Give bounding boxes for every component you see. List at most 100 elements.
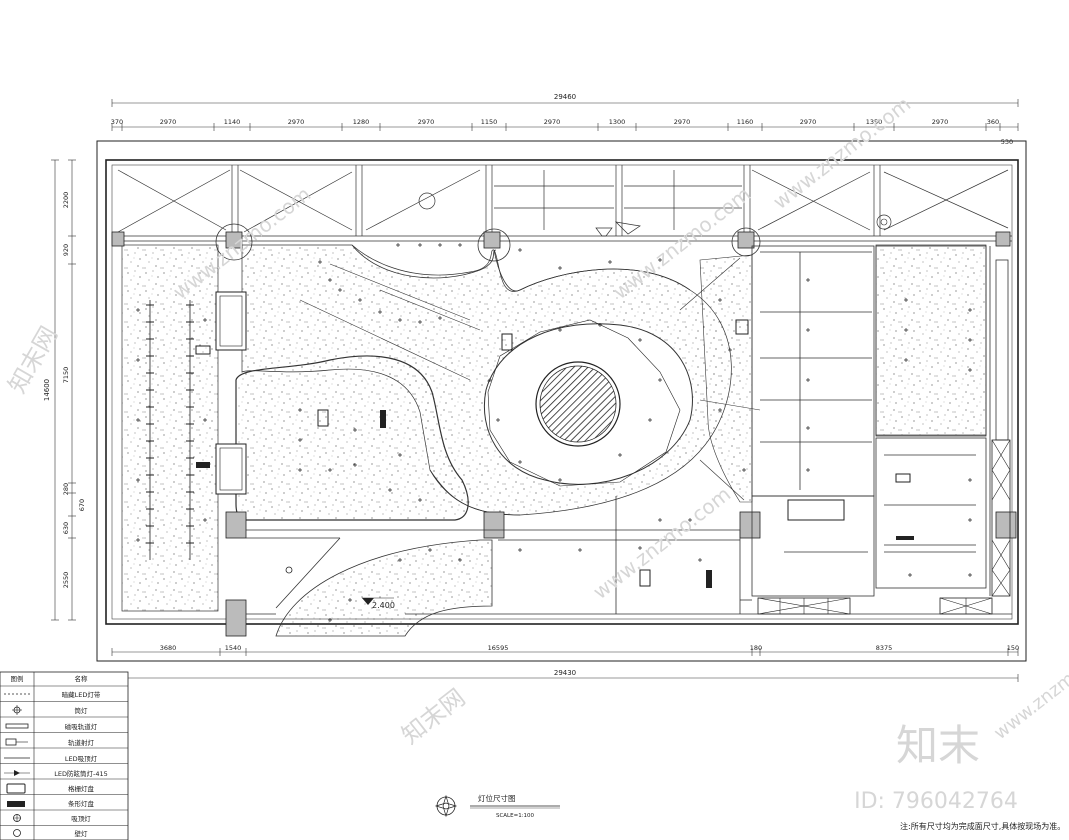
legend-row-9-name: 壁灯 (75, 829, 89, 838)
downlight-marker (968, 518, 972, 522)
downlight-marker (904, 328, 908, 332)
downlight-marker (396, 243, 400, 247)
legend-row-7-name: 条形灯盘 (68, 799, 95, 808)
legend-header-symbol: 图例 (11, 674, 24, 683)
downlight-marker (806, 278, 810, 282)
downlight-marker (338, 288, 342, 292)
downlight-marker (908, 573, 912, 577)
watermark-id: ID: 796042764 (854, 789, 1018, 814)
right-room-partitions (751, 245, 1009, 597)
downlight-marker (203, 518, 207, 522)
watermark-cn: 知末网 (3, 322, 63, 398)
drawing-title: 灯位尺寸图 (478, 793, 516, 803)
downlight-marker (328, 278, 332, 282)
left-dim-4: 670 (78, 499, 86, 511)
bottom-dim-4: 8375 (876, 644, 893, 652)
left-corridor-ceiling (121, 244, 219, 612)
downlight-marker (328, 468, 332, 472)
drawing-frame (96, 140, 1027, 662)
legend-row-0-name: 暗藏LED灯带 (62, 690, 101, 699)
downlight-marker (648, 418, 652, 422)
downlight-marker (558, 478, 562, 482)
downlight-markers (136, 243, 972, 622)
downlight-marker (658, 518, 662, 522)
downlight-marker (618, 453, 622, 457)
left-dim-1: 920 (62, 244, 70, 256)
downlight-marker (698, 558, 702, 562)
top-dim-9: 2970 (674, 118, 691, 126)
top-ceiling-bays (112, 165, 1012, 242)
left-overall-dimension: 14600 (43, 379, 51, 401)
ceiling-light-box (215, 443, 247, 495)
legend-row-6-name: 格栅灯盘 (68, 784, 95, 793)
downlight-marker (418, 320, 422, 324)
downlight-marker (353, 463, 357, 467)
legend-row-2-name: 磁吸轨道灯 (65, 722, 98, 731)
top-overall-dimension: 29460 (554, 93, 576, 101)
downlight-marker (904, 358, 908, 362)
lower-curved-ceiling (275, 539, 493, 637)
downlight-marker (458, 243, 462, 247)
downlight-marker (203, 418, 207, 422)
downlight-marker (742, 468, 746, 472)
wall-light-icon (13, 814, 21, 822)
downlight-marker (968, 368, 972, 372)
downlight-icon (418, 192, 436, 210)
downlight-marker (438, 316, 442, 320)
drawing-scale: SCALE=1:100 (496, 813, 535, 819)
downlight-marker (638, 546, 642, 550)
downlight-marker (136, 418, 140, 422)
bottom-overall-dimension: 29430 (554, 669, 576, 677)
top-dim-7: 2970 (544, 118, 561, 126)
downlight-marker (398, 318, 402, 322)
downlight-marker (428, 548, 432, 552)
top-dim-5: 2970 (418, 118, 435, 126)
left-dim-6: 2550 (62, 572, 70, 589)
downlight-marker (358, 298, 362, 302)
left-dim-0: 2200 (62, 192, 70, 209)
watermark-brand: 知末 (896, 721, 980, 770)
legend-row-1-name: 筒灯 (75, 706, 89, 715)
watermark-cn: 知末网 (396, 683, 470, 749)
downlight-marker (718, 298, 722, 302)
downlight-marker (968, 308, 972, 312)
downlight-marker (658, 378, 662, 382)
led-strip-runs (299, 257, 761, 501)
downlight-marker (806, 378, 810, 382)
downlight-marker (136, 538, 140, 542)
downlight-marker (398, 453, 402, 457)
legend-row-5-name: LED防眩筒灯-415 (54, 769, 108, 778)
downlight-marker (968, 478, 972, 482)
bottom-dim-0: 3680 (160, 644, 177, 652)
downlight-marker (136, 478, 140, 482)
downlight-marker (518, 248, 522, 252)
downlight-marker (518, 548, 522, 552)
downlight-marker (806, 468, 810, 472)
legend-header-name: 名称 (75, 674, 89, 683)
panel-light-icon (6, 783, 26, 794)
downlight-marker (558, 328, 562, 332)
top-dim-13: 2970 (932, 118, 949, 126)
top-dim-8: 1300 (609, 118, 626, 126)
left-segment-labels: 2200 920 7150 280 670 630 2550 (62, 192, 86, 589)
led-line-icon (4, 770, 30, 776)
compass-icon (434, 794, 458, 818)
downlight-marker (328, 618, 332, 622)
downlight-marker (203, 318, 207, 322)
top-dim-0: 370 (111, 118, 123, 126)
bottom-dim-3: 180 (750, 644, 762, 652)
top-dim-14: 360 (987, 118, 999, 126)
downlight-marker (298, 468, 302, 472)
downlight-marker (348, 598, 352, 602)
downlight-marker (688, 518, 692, 522)
downlight-marker (418, 498, 422, 502)
downlight-marker (638, 338, 642, 342)
left-dim-5: 630 (62, 522, 70, 534)
top-dim-12: 1350 (866, 118, 883, 126)
top-dim-3: 2970 (288, 118, 305, 126)
title-block: 灯位尺寸图 SCALE=1:100 (434, 793, 560, 819)
bottom-dim-2: 16595 (488, 644, 509, 652)
top-dim-6: 1150 (481, 118, 498, 126)
downlight-marker (378, 310, 382, 314)
